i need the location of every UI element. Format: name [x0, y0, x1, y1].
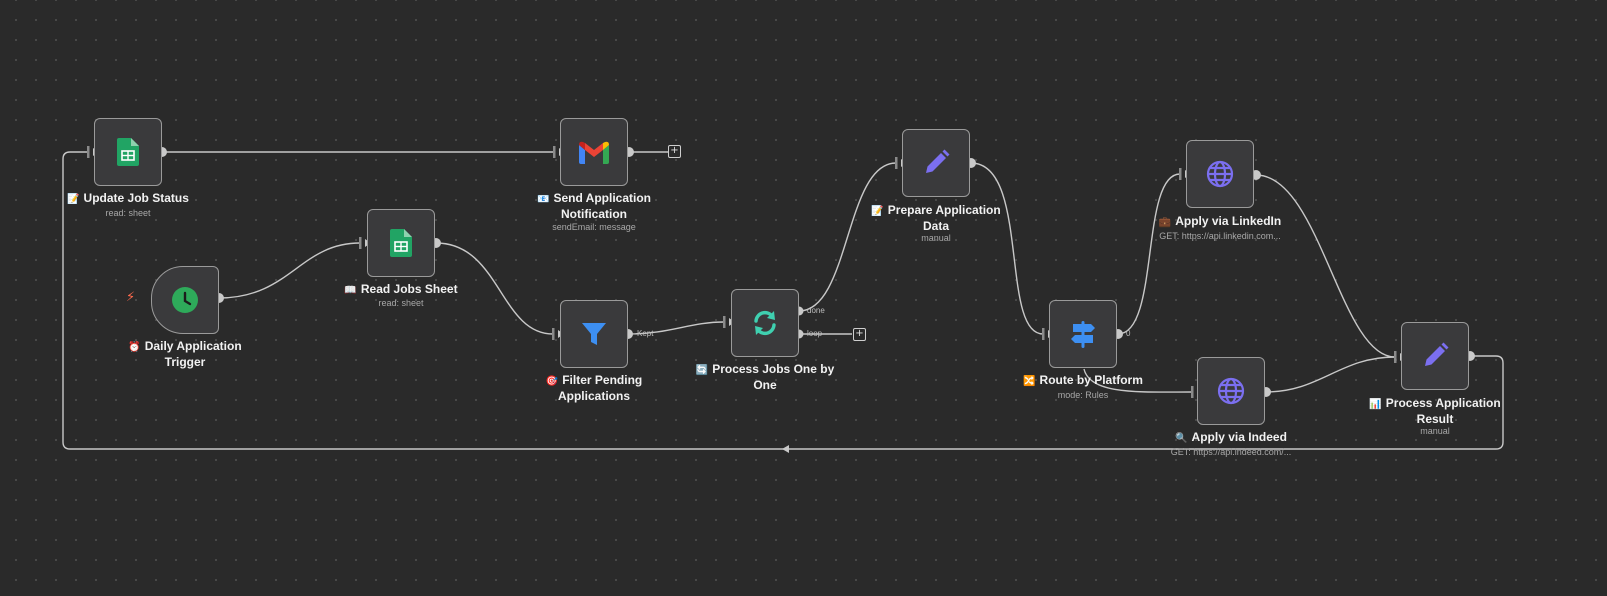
node-label: 📖Read Jobs Sheet — [344, 282, 458, 296]
shuffle-emoji: 🔀 — [1023, 376, 1036, 387]
edge-route-to-indeed — [1083, 368, 1193, 393]
book-emoji: 📖 — [344, 285, 357, 296]
target-emoji: 🎯 — [545, 376, 559, 387]
edge-linkedin-to-result — [1255, 174, 1396, 358]
edge-prepare-to-route — [970, 162, 1044, 335]
node-update-job-status[interactable] — [94, 118, 162, 186]
clock-icon — [172, 287, 198, 313]
alarm-clock-emoji: ⏰ — [128, 342, 141, 353]
edge-indeed-to-result — [1265, 356, 1396, 393]
email-emoji: 📧 — [536, 194, 550, 205]
node-filter-pending-applications[interactable] — [560, 300, 628, 368]
node-subtitle: sendEmail: message — [552, 222, 636, 232]
port-label-zero: 0 — [1126, 329, 1131, 338]
edge-arrow-marker — [782, 445, 789, 453]
node-read-jobs-sheet[interactable] — [367, 209, 435, 277]
briefcase-emoji: 💼 — [1158, 217, 1172, 228]
node-send-application-notification[interactable] — [560, 118, 628, 186]
memo-emoji: 📝 — [871, 206, 884, 217]
add-node-button[interactable]: + — [853, 328, 866, 341]
pencil-icon — [1425, 342, 1449, 366]
edge-read-to-filter — [435, 242, 554, 335]
node-subtitle: GET: https://api.linkedin.com... — [1159, 231, 1281, 241]
node-subtitle: mode: Rules — [1057, 390, 1109, 400]
gmail-icon — [579, 141, 609, 164]
google-sheets-icon — [390, 229, 412, 257]
magnifier-emoji: 🔍 — [1175, 433, 1188, 444]
node-label: 📝Update Job Status — [67, 191, 189, 205]
filter-icon — [582, 323, 606, 345]
node-prepare-application-data[interactable] — [902, 129, 970, 197]
edge-loop-to-prepare — [798, 162, 897, 312]
edge-route-to-linkedin — [1117, 173, 1181, 335]
trigger-bolt-icon: ⚡ — [126, 290, 136, 305]
node-route-by-platform[interactable] — [1049, 300, 1117, 368]
node-process-jobs-loop[interactable] — [731, 289, 799, 357]
node-label: 💼Apply via LinkedIn — [1158, 214, 1282, 228]
signpost-icon — [1071, 321, 1095, 348]
node-daily-application-trigger[interactable] — [151, 266, 219, 334]
node-label: 🔍Apply via Indeed — [1175, 430, 1287, 444]
loop-icon — [754, 310, 776, 336]
edge-trigger-to-read — [218, 242, 361, 299]
node-subtitle: manual — [1420, 426, 1450, 436]
node-apply-via-linkedin[interactable] — [1186, 140, 1254, 208]
node-apply-via-indeed[interactable] — [1197, 357, 1265, 425]
node-subtitle: read: sheet — [105, 208, 151, 218]
node-subtitle: manual — [921, 233, 951, 243]
pencil-icon — [926, 149, 950, 173]
port-label-kept: Kept — [637, 329, 654, 338]
port-label-loop: loop — [807, 329, 823, 338]
add-node-button[interactable]: + — [668, 145, 681, 158]
port-label-done: done — [807, 306, 825, 315]
node-process-application-result[interactable] — [1401, 322, 1469, 390]
repeat-emoji: 🔄 — [695, 365, 709, 376]
globe-icon — [1217, 377, 1245, 405]
node-label: 🔀Route by Platform — [1023, 373, 1143, 387]
memo-emoji: 📝 — [67, 194, 80, 205]
bar-chart-emoji: 📊 — [1369, 399, 1382, 410]
edge-filter-to-loop — [627, 321, 725, 335]
node-subtitle: GET: https://api.indeed.com/... — [1170, 447, 1292, 457]
globe-icon — [1206, 160, 1234, 188]
node-subtitle: read: sheet — [378, 298, 424, 308]
google-sheets-icon — [117, 138, 139, 166]
